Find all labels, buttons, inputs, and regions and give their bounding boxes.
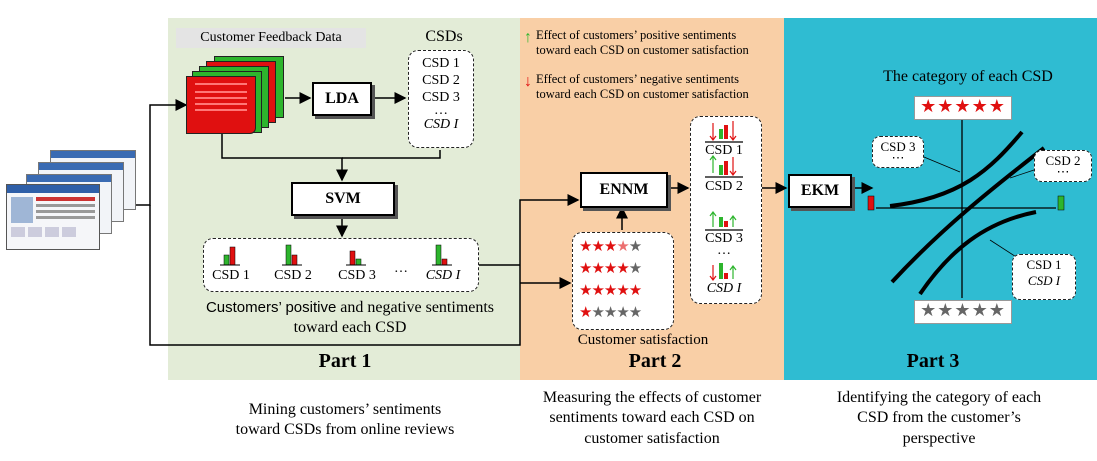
csd-item: CSD 2 — [422, 73, 460, 88]
callout-csd2: CSD 2⋯ — [1034, 150, 1092, 182]
ekm-box: EKM — [788, 174, 852, 208]
bar-label: CSD 3 — [338, 268, 376, 283]
effect-label: CSD 1 — [705, 143, 743, 158]
effect-icons — [705, 121, 743, 281]
part2-caption: Measuring the effects of customer sentim… — [542, 389, 762, 447]
bar-label: CSD I — [425, 268, 461, 283]
part3-title: Part 3 — [906, 350, 960, 372]
svm-box: SVM — [291, 182, 395, 216]
legend-negative: ↓ Effect of customers’ negative sentimen… — [524, 72, 749, 101]
sentiment-caption: Customers’ positive and negative sentime… — [205, 299, 495, 336]
part3-caption: Identifying the category of each CSD fro… — [836, 389, 1042, 447]
effect-label: CSD 3 — [705, 231, 743, 246]
effect-label: CSD 2 — [705, 179, 743, 194]
csd-item-ellipsis: … — [434, 103, 448, 118]
part1-title: Part 1 — [318, 350, 372, 372]
curve-must-be — [918, 210, 1037, 296]
csds-list-box: CSD 1 CSD 2 CSD 3 … CSD I — [408, 50, 474, 148]
csds-title: CSDs — [425, 28, 463, 45]
star-rating-row: ★★★★★ — [579, 281, 642, 299]
part2-title: Part 2 — [628, 350, 682, 372]
csd-item: CSD 3 — [422, 90, 460, 105]
bar-label: CSD 1 — [212, 268, 250, 283]
effect-label-ellipsis: … — [717, 243, 731, 258]
satisfaction-label: Customer satisfaction — [577, 332, 709, 348]
satisfaction-stars-box: ★★★★★ ★★★★★ ★★★★★ ★★★★★ — [572, 232, 674, 330]
lda-box: LDA — [312, 82, 372, 116]
curve-attractive — [889, 130, 1024, 208]
feedback-documents-icon — [186, 56, 286, 136]
legend-positive: ↑ Effect of customers’ positive sentimen… — [524, 28, 749, 57]
star-rating-row: ★★★★★ — [579, 237, 642, 255]
website-screenshots — [6, 150, 136, 250]
effects-box: CSD 1 CSD 2 CSD 3 … CSD I — [690, 116, 762, 304]
sentiment-bars — [220, 244, 452, 266]
curve-one-dimensional — [890, 146, 1046, 284]
star-rating-row: ★★★★★ — [579, 303, 642, 321]
negative-end-bar — [867, 195, 875, 211]
star-rating-row: ★★★★★ — [579, 259, 642, 277]
callout-csd1-csdI: CSD 1 CSD I — [1012, 254, 1076, 300]
callout-csd3: CSD 3⋯ — [872, 136, 924, 168]
category-title: The category of each CSD — [883, 68, 1053, 85]
bottom-star-bar: ★★★★★ — [914, 300, 1012, 324]
csd-item: CSD I — [423, 117, 459, 132]
bar-label: CSD 2 — [274, 268, 312, 283]
sentiment-bars-box: CSD 1 CSD 2 CSD 3 … CSD I — [203, 238, 479, 292]
bar-label-ellipsis: … — [394, 261, 408, 276]
effect-label: CSD I — [706, 281, 742, 296]
part1-caption: Mining customers’ sentiments toward CSDs… — [235, 401, 455, 439]
csd-item: CSD 1 — [422, 56, 460, 71]
customer-feedback-label: Customer Feedback Data — [176, 28, 366, 48]
positive-end-bar — [1057, 195, 1065, 211]
top-star-bar: ★★★★★ — [914, 96, 1012, 120]
ennm-box: ENNM — [580, 172, 668, 208]
